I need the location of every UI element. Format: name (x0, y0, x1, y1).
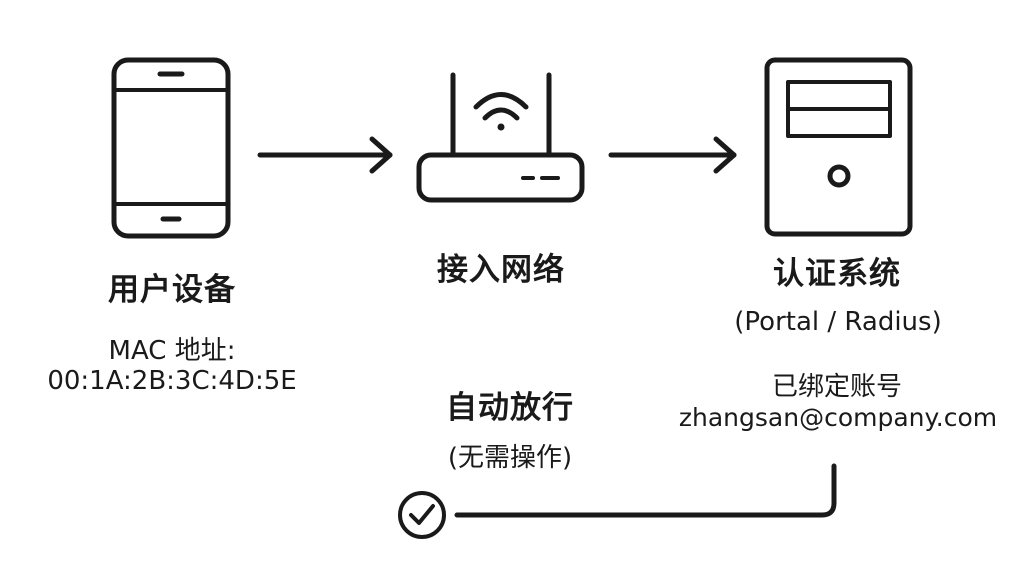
arrow-right-icon (257, 136, 393, 174)
wifi-router-icon (416, 72, 585, 203)
arrow-right-icon (608, 136, 737, 174)
mac-address-value: 00:1A:2B:3C:4D:5E (47, 366, 297, 396)
auth-system-title: 认证系统 (773, 256, 901, 292)
auto-pass-note: (无需操作) (447, 443, 573, 473)
user-device-title: 用户设备 (108, 272, 236, 308)
bound-account-label: 已绑定账号 (771, 372, 903, 402)
check-circle-icon (398, 491, 446, 539)
auto-pass-title: 自动放行 (446, 390, 574, 426)
server-icon (764, 57, 913, 237)
access-network-title: 接入网络 (437, 252, 565, 288)
mac-address-label: MAC 地址: (108, 336, 236, 366)
auth-system-subtitle: (Portal / Radius) (734, 307, 942, 337)
bound-account-value: zhangsan@company.com (678, 403, 998, 432)
return-connector-line (454, 463, 837, 518)
smartphone-icon (111, 57, 231, 239)
